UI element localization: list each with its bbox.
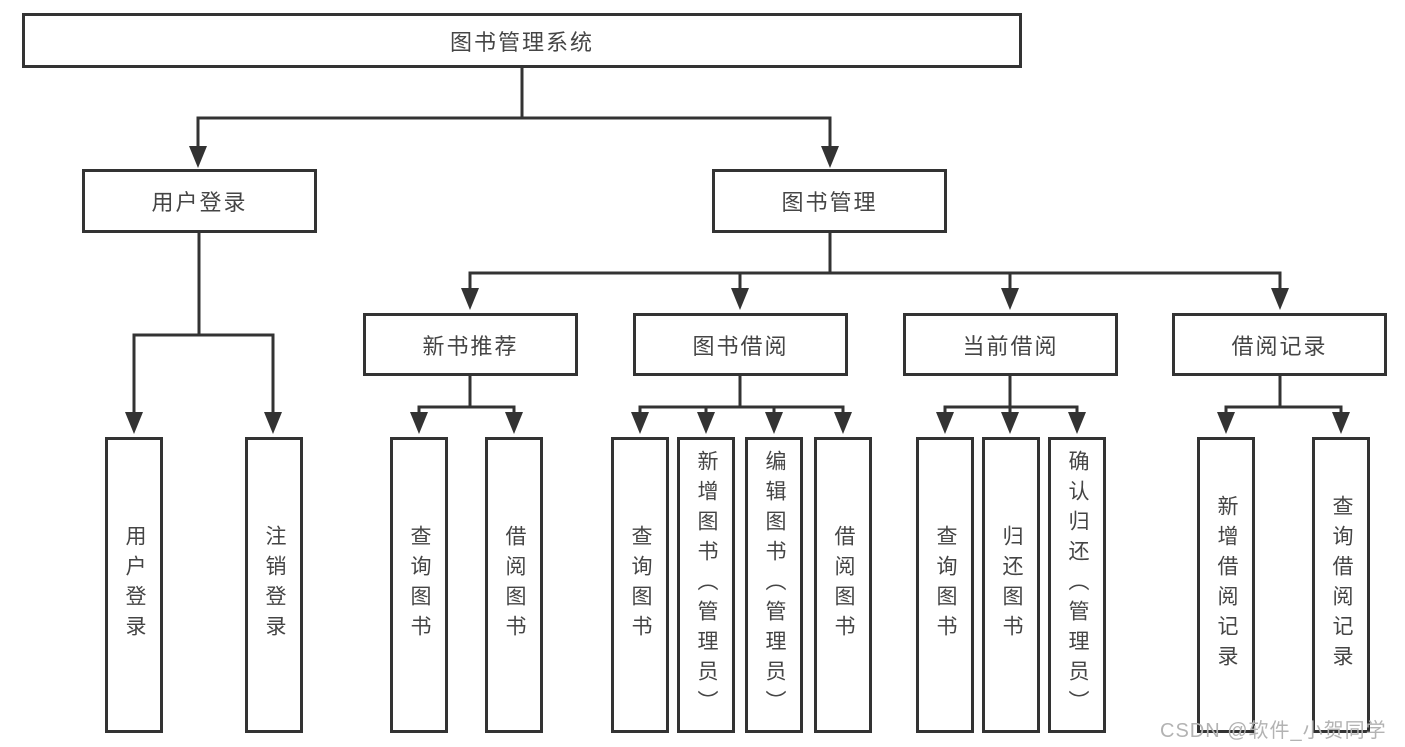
node-new-book-recommend: 新书推荐: [363, 313, 578, 376]
leaf-label: 借阅图书: [503, 525, 526, 645]
leaf-borrow-books-recommend: 借阅图书: [485, 437, 543, 733]
leaf-query-borrow-record: 查询借阅记录: [1312, 437, 1370, 733]
leaf-label: 确认归还（管理员）: [1066, 450, 1089, 720]
leaf-label: 新增图书（管理员）: [695, 450, 718, 720]
leaf-query-books-current: 查询图书: [916, 437, 974, 733]
node-label: 用户登录: [151, 190, 248, 215]
node-label: 图书管理: [781, 190, 878, 215]
leaf-edit-book-admin: 编辑图书（管理员）: [745, 437, 803, 733]
csdn-watermark: CSDN @软件_小贺同学: [1160, 720, 1387, 742]
leaf-label: 查询图书: [408, 525, 431, 645]
node-label: 当前借阅: [962, 333, 1059, 359]
leaf-user-login: 用户登录: [105, 437, 163, 733]
leaf-label: 借阅图书: [832, 525, 855, 645]
node-book-management: 图书管理: [712, 169, 947, 233]
leaf-borrow-books-2: 借阅图书: [814, 437, 872, 733]
leaf-logout: 注销登录: [245, 437, 303, 733]
node-label: 图书借阅: [692, 333, 789, 359]
leaf-label: 查询图书: [629, 525, 652, 645]
node-user-login: 用户登录: [82, 169, 317, 233]
leaf-add-book-admin: 新增图书（管理员）: [677, 437, 735, 733]
leaf-label: 编辑图书（管理员）: [763, 450, 786, 720]
node-label: 新书推荐: [422, 333, 519, 359]
leaf-query-books-recommend: 查询图书: [390, 437, 448, 733]
node-borrow-records: 借阅记录: [1172, 313, 1387, 376]
node-book-borrow: 图书借阅: [633, 313, 848, 376]
leaf-label: 注销登录: [263, 525, 286, 645]
leaf-label: 新增借阅记录: [1215, 495, 1238, 675]
leaf-label: 用户登录: [123, 525, 146, 645]
leaf-label: 查询图书: [934, 525, 957, 645]
leaf-confirm-return-admin: 确认归还（管理员）: [1048, 437, 1106, 733]
node-current-borrow: 当前借阅: [903, 313, 1118, 376]
leaf-query-books-borrow: 查询图书: [611, 437, 669, 733]
leaf-return-book: 归还图书: [982, 437, 1040, 733]
node-label: 图书管理系统: [449, 29, 594, 55]
leaf-add-borrow-record: 新增借阅记录: [1197, 437, 1255, 733]
node-label: 借阅记录: [1231, 333, 1328, 359]
leaf-label: 查询借阅记录: [1330, 495, 1353, 675]
leaf-label: 归还图书: [1000, 525, 1023, 645]
node-library-system: 图书管理系统: [22, 13, 1022, 68]
